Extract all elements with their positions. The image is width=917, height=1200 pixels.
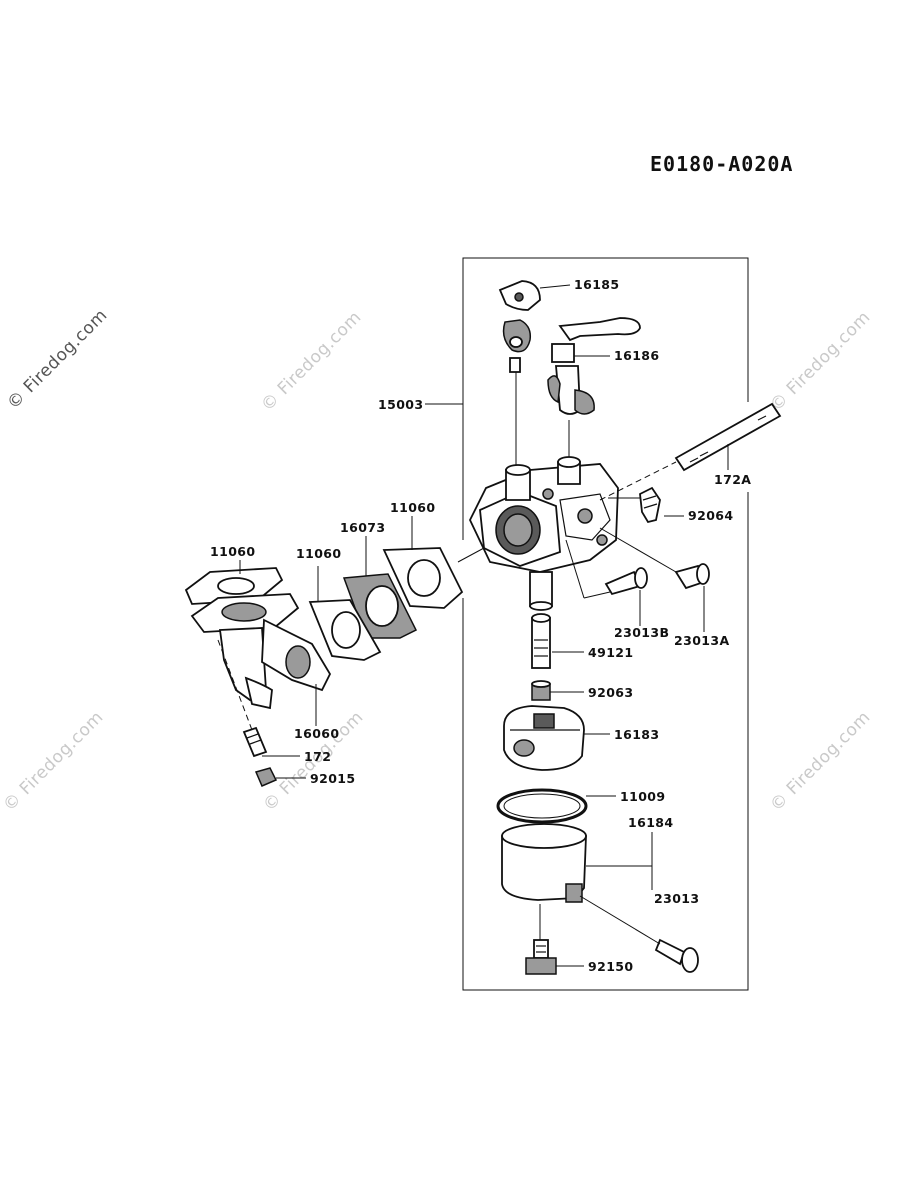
- part-label-92063: 92063: [588, 685, 634, 700]
- part-label-49121: 49121: [588, 645, 634, 660]
- stud-and-nut-parts: [217, 516, 413, 787]
- main-jet-part: [531, 680, 551, 701]
- part-label-16184: 16184: [628, 815, 674, 830]
- part-label-23013a: 23013A: [674, 633, 730, 648]
- long-stud-bolt-part: [599, 402, 782, 501]
- part-label-16183: 16183: [614, 727, 660, 742]
- part-label-15003: 15003: [378, 397, 424, 412]
- part-label-11060-inner: 11060: [390, 500, 436, 515]
- part-label-11060-middle: 11060: [296, 546, 342, 561]
- watermark-text: © Firedog.com: [3, 305, 111, 413]
- part-label-23013b: 23013B: [614, 625, 669, 640]
- watermark-text: © Firedog.com: [0, 707, 108, 815]
- part-label-92150: 92150: [588, 959, 634, 974]
- part-label-11060-outer: 11060: [210, 544, 256, 559]
- screw-23013a-part: [599, 527, 710, 590]
- main-nozzle-part: [531, 613, 551, 669]
- bowl-screw-part: [579, 895, 699, 973]
- leader-lines: [262, 284, 705, 967]
- assembly-frame: [425, 257, 749, 991]
- drain-bolt-part: [525, 939, 557, 975]
- part-label-92015: 92015: [310, 771, 356, 786]
- o-ring-part: [496, 788, 588, 824]
- throttle-lever-part: [547, 317, 641, 458]
- intake-pipe-part: [190, 593, 332, 710]
- diagram-code: E0180-A020A: [650, 152, 794, 176]
- pilot-jet-part: [608, 486, 661, 524]
- part-label-16185: 16185: [574, 277, 620, 292]
- part-label-172: 172: [304, 749, 331, 764]
- gasket-inner-part: [382, 547, 464, 609]
- part-label-23013: 23013: [654, 891, 700, 906]
- part-labels: 16185 16186 15003 172A 92064 23013A 2301…: [210, 277, 751, 974]
- part-label-16073: 16073: [340, 520, 386, 535]
- watermark-text: © Firedog.com: [766, 707, 874, 815]
- float-bowl-part: [501, 823, 587, 940]
- screw-23013b-part: [565, 539, 648, 599]
- gasket-middle-part: [308, 599, 382, 661]
- part-label-172a: 172A: [714, 472, 751, 487]
- carburetor-body-part: [457, 456, 619, 611]
- part-label-11009: 11009: [620, 789, 666, 804]
- watermark-text: © Firedog.com: [766, 307, 874, 415]
- choke-lever-part: [498, 280, 541, 470]
- float-part: [503, 705, 585, 771]
- watermark-text: © Firedog.com: [257, 307, 365, 415]
- part-label-16060: 16060: [294, 726, 340, 741]
- part-label-92064: 92064: [688, 508, 734, 523]
- part-label-16186: 16186: [614, 348, 660, 363]
